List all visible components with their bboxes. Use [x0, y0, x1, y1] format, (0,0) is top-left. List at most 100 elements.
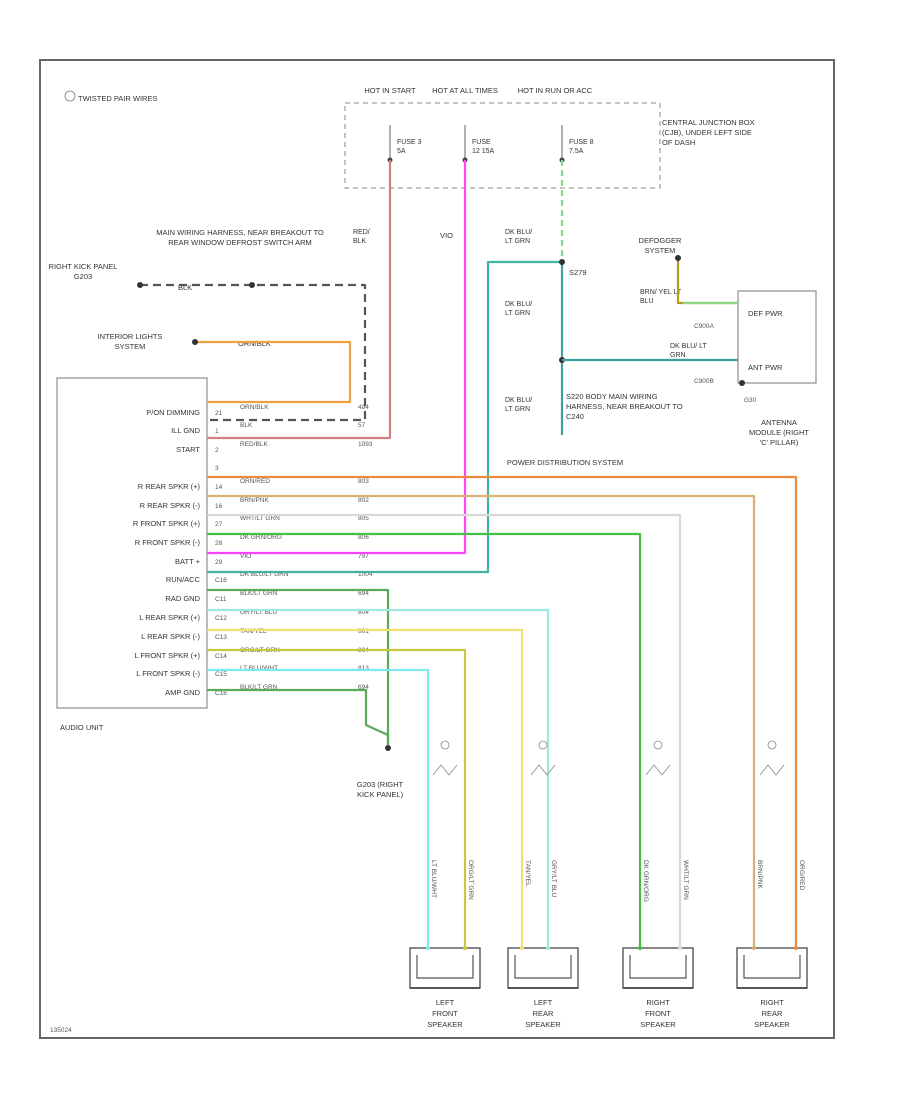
wire-label-vio: VIO — [440, 231, 453, 240]
speaker-name: SPEAKER — [427, 1020, 463, 1029]
twisted-pair-legend: TWISTED PAIR WIRES — [64, 90, 158, 103]
audio-pin-circuit: 694 — [358, 590, 369, 597]
fuse-3-label: FUSE 3 5A — [397, 139, 422, 155]
speaker-name: REAR — [533, 1009, 554, 1018]
wire-run-acc-to-radio — [207, 260, 562, 574]
splice-s279 — [559, 259, 565, 265]
twisted-pair-icon — [767, 740, 777, 750]
audio-pin-number: C16 — [215, 577, 227, 584]
interior-lights-label: INTERIOR LIGHTS SYSTEM — [97, 332, 163, 351]
wire-label-red-blk: RED/ BLK — [353, 229, 370, 245]
audio-pin-wire: BLK — [240, 422, 253, 429]
twisted-pair-marker — [759, 764, 785, 776]
wire-r-rear-plus — [207, 475, 798, 950]
speaker-body — [409, 947, 481, 989]
fuse-3: FUSE 3 5A — [387, 125, 422, 163]
audio-pin-wire: WHT/LT GRN — [240, 515, 280, 522]
wire-vio-batt — [207, 190, 467, 555]
twisted-pair-icon — [64, 90, 76, 102]
audio-pin-name: R REAR SPKR (-) — [140, 501, 201, 510]
audio-pin-circuit: 57 — [358, 422, 366, 429]
fuse-header-run: HOT IN RUN OR ACC — [517, 86, 593, 95]
wire-r-front-plus — [207, 513, 682, 950]
audio-pin-number: C15 — [215, 671, 227, 678]
audio-pin-circuit: 484 — [358, 404, 369, 411]
wire-label-orn-blk: ORN/BLK — [238, 339, 271, 348]
audio-pin-wire: RED/BLK — [240, 441, 268, 448]
power-distribution-label: POWER DISTRIBUTION SYSTEM — [506, 458, 624, 467]
antenna-ground-point — [739, 380, 745, 386]
speaker-terminal — [426, 946, 430, 950]
wire-red-blk-start — [207, 190, 392, 440]
wire-label-brn-yel: BRN/ YEL LT BLU — [640, 289, 681, 305]
audio-pin-number: 2 — [215, 447, 219, 454]
audio-pin-number: 28 — [215, 540, 223, 547]
audio-pin-circuit: 802 — [358, 497, 369, 504]
audio-pin-name: RUN/ACC — [166, 575, 201, 584]
audio-pin-wire: BLK/LT GRN — [240, 590, 278, 597]
defogger-label: DEFOGGER SYSTEM — [638, 236, 682, 255]
audio-pin-number: C13 — [215, 634, 227, 641]
speaker-wire-label: BRN/PNK — [756, 860, 763, 890]
wires — [137, 160, 798, 950]
diagram-frame — [39, 59, 835, 1039]
fuse-12-label: FUSE 12 15A — [472, 139, 495, 155]
speaker-cone — [514, 955, 572, 979]
audio-pin-name: BATT + — [175, 557, 201, 566]
antenna-ground: G30 — [744, 397, 757, 404]
audio-pin-number: 16 — [215, 503, 223, 510]
speaker-name: SPEAKER — [754, 1020, 790, 1029]
audio-pin-wire: BLK/LT GRN — [240, 684, 278, 691]
audio-pin-circuit: 1004 — [358, 571, 373, 578]
speaker-terminal — [678, 946, 682, 950]
speaker-name: SPEAKER — [640, 1020, 676, 1029]
audio-pin-number: C14 — [215, 653, 227, 660]
speaker-body — [507, 947, 579, 989]
audio-pin-name: AMP GND — [165, 688, 200, 697]
speaker-name: LEFT — [436, 998, 455, 1007]
speaker-name: FRONT — [432, 1009, 458, 1018]
antenna-ant-pwr: ANT PWR — [748, 363, 783, 372]
audio-pin-number: 29 — [215, 559, 223, 566]
audio-pin-number: 3 — [215, 465, 219, 472]
audio-pin-number: 27 — [215, 521, 223, 528]
ground-right-kick — [137, 282, 143, 288]
interior-lights-connector — [192, 339, 198, 345]
audio-pin-name: R REAR SPKR (+) — [138, 482, 201, 491]
audio-pin-number: C11 — [215, 596, 227, 603]
speaker-name: SPEAKER — [525, 1020, 561, 1029]
audio-pin-wire: GRY/LT BLU — [240, 609, 278, 616]
speaker-body — [622, 947, 694, 989]
wire-label-dkblu-2: DK BLU/ LT GRN — [505, 301, 533, 317]
fuse-12: FUSE 12 15A — [462, 125, 495, 163]
speaker-wire-label: LT BLU/WHT — [430, 860, 437, 898]
twisted-pair-label: TWISTED PAIR WIRES — [78, 94, 158, 103]
audio-pin-name: R FRONT SPKR (+) — [133, 519, 201, 528]
speaker-body — [736, 947, 808, 989]
audio-pin-wire: LT BLU/WHT — [240, 665, 278, 672]
audio-pin-wire: ORN/BLK — [240, 404, 269, 411]
ground-g203 — [385, 745, 391, 751]
audio-pin-name: L FRONT SPKR (+) — [134, 651, 200, 660]
splice-s279-label: S279 — [569, 268, 587, 277]
twisted-pair-marker — [432, 764, 458, 776]
wire-blk-ill-gnd — [140, 283, 367, 422]
ground-g203-label: G203 (RIGHT KICK PANEL) — [356, 780, 404, 799]
audio-pin-name: L FRONT SPKR (-) — [136, 669, 200, 678]
audio-pin-circuit: 806 — [358, 534, 369, 541]
wire-label-dkblu-3: DK BLU/ LT GRN — [505, 397, 533, 413]
audio-pin-wire: DK BLU/LT GRN — [240, 571, 289, 578]
audio-pin-wire: ORN/RED — [240, 478, 270, 485]
connector-c900b: C900B — [694, 378, 714, 385]
audio-pin-circuit: 805 — [358, 515, 369, 522]
splice-main-harness — [249, 282, 255, 288]
speaker-name: LEFT — [534, 998, 553, 1007]
speaker-wire-label: TAN/YEL — [524, 860, 531, 887]
audio-unit-box — [56, 377, 208, 709]
twisted-pair-icon — [653, 740, 663, 750]
fuse-header-start: HOT IN START — [364, 86, 416, 95]
audio-pin-number: 14 — [215, 484, 223, 491]
